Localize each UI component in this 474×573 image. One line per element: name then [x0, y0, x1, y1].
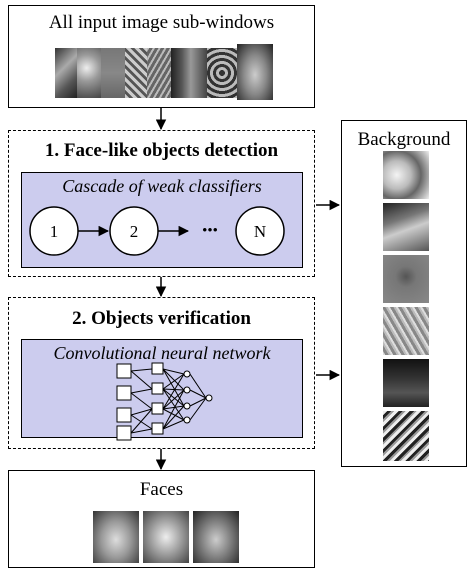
background-thumb-2 — [383, 203, 429, 251]
cascade-subtitle: Cascade of weak classifiers — [62, 176, 262, 196]
cnn-panel: Convolutional neural network — [21, 339, 303, 438]
input-thumb-3 — [101, 48, 125, 98]
input-box: All input image sub-windows — [8, 5, 315, 108]
background-box: Background — [341, 120, 467, 467]
faces-title: Faces — [139, 479, 184, 500]
input-thumb-5 — [147, 48, 171, 98]
stage2-box: 2. Objects verification Convolutional ne… — [8, 297, 315, 449]
cascade-panel: Cascade of weak classifiers — [21, 172, 303, 268]
face-thumb-1 — [93, 511, 139, 563]
background-title: Background — [357, 129, 451, 150]
input-thumb-2 — [77, 48, 101, 98]
input-title: All input image sub-windows — [48, 12, 275, 33]
input-thumb-6 — [171, 48, 207, 98]
stage1-title: 1. Face-like objects detection — [44, 140, 279, 161]
cnn-subtitle: Convolutional neural network — [53, 343, 271, 363]
input-face-thumb — [237, 44, 273, 100]
stage1-box: 1. Face-like objects detection Cascade o… — [8, 130, 315, 277]
background-thumb-3 — [383, 255, 429, 303]
background-thumb-4 — [383, 307, 429, 355]
faces-box: Faces — [8, 470, 315, 568]
background-thumb-5 — [383, 359, 429, 407]
input-thumb-4 — [125, 48, 147, 98]
background-thumb-6 — [383, 411, 429, 461]
background-thumb-1 — [383, 151, 429, 199]
input-thumb-1 — [55, 48, 77, 98]
input-thumb-7 — [207, 48, 237, 98]
face-thumb-3 — [193, 511, 239, 563]
face-thumb-2 — [143, 511, 189, 563]
stage2-title: 2. Objects verification — [72, 308, 251, 329]
